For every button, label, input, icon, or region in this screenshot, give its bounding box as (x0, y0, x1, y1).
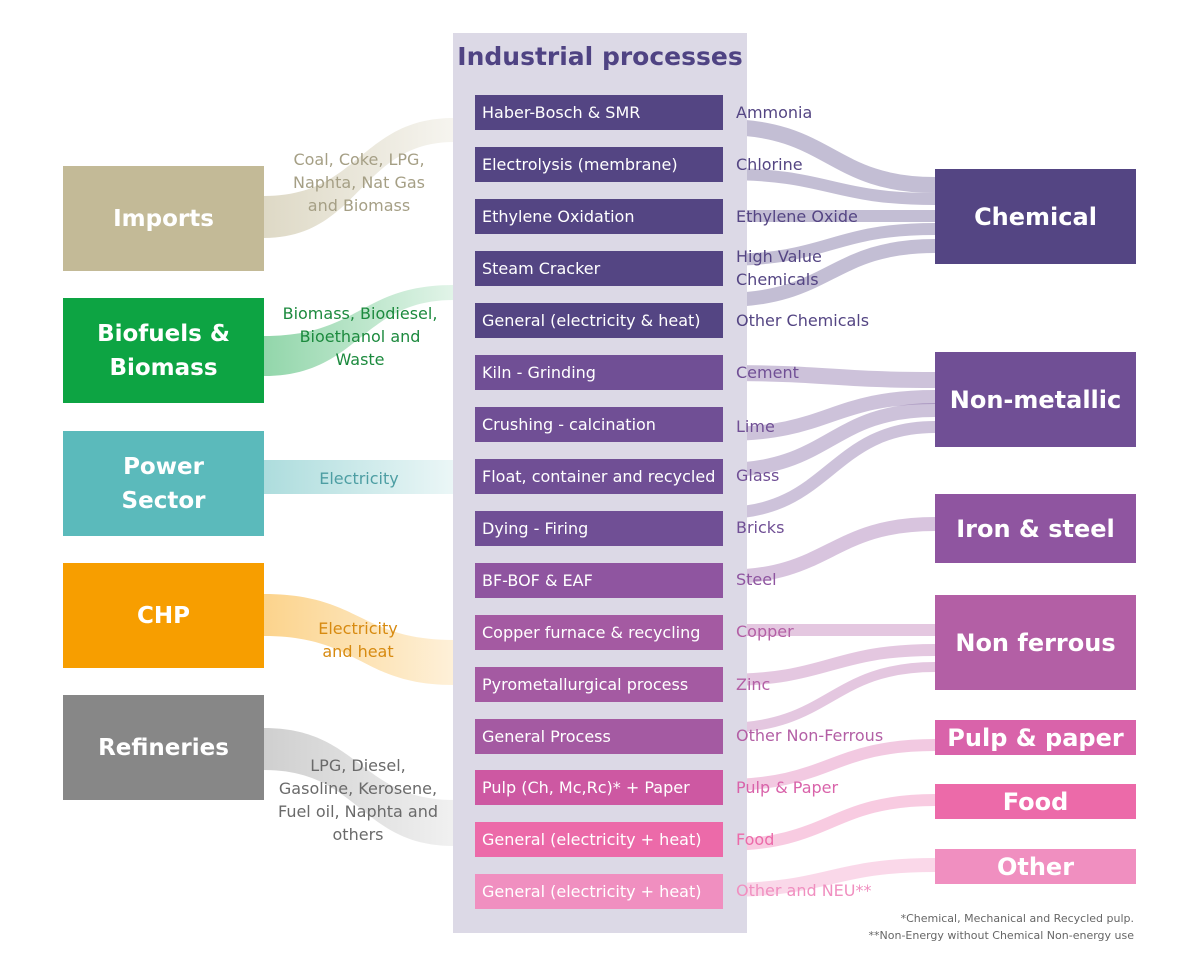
flow-bricks (722, 421, 936, 519)
flow-label-refineries: LPG, Diesel, Gasoline, Kerosene, Fuel oi… (277, 756, 439, 844)
product-label: Zinc (736, 675, 771, 694)
source-power: Power Sector (63, 431, 264, 536)
sector-nonmetallic-label: Non-metallic (949, 385, 1122, 414)
source-biofuels-label: Biofuels & Biomass (97, 320, 230, 381)
sector-nonferrous: Non ferrous (935, 595, 1136, 690)
process-box: Float, container and recycled (475, 459, 723, 494)
process-box: Crushing - calcination (475, 407, 723, 442)
product-label: High Value Chemicals (736, 247, 822, 289)
flow-cement (722, 365, 936, 388)
source-biofuels: Biofuels & Biomass (63, 298, 264, 403)
sector-nonmetallic: Non-metallic (935, 352, 1136, 447)
product-label: Bricks (736, 518, 785, 537)
sector-chemical-label: Chemical (974, 202, 1097, 231)
product-label: Ethylene Oxide (736, 207, 858, 226)
sector-food: Food (935, 784, 1136, 819)
sector-pulp-label: Pulp & paper (947, 723, 1124, 752)
source-chp-label: CHP (137, 602, 190, 629)
flow-chlorine (722, 168, 936, 205)
product-label: Ammonia (736, 103, 813, 122)
product-label: Other Non-Ferrous (736, 726, 884, 745)
panel-title: Industrial processes (457, 42, 743, 71)
process-box: Kiln - Grinding (475, 355, 723, 390)
flow-chp (264, 594, 454, 685)
source-refineries-label: Refineries (98, 734, 229, 761)
process-box: Steam Cracker (475, 251, 723, 286)
flow-label-imports: Coal, Coke, LPG, Naphta, Nat Gas and Bio… (293, 150, 425, 215)
flow-other-chemicals (722, 239, 936, 307)
product-label: Other Chemicals (736, 311, 870, 330)
product-label: Copper (736, 622, 794, 641)
process-box: Copper furnace & recycling (475, 615, 723, 650)
source-refineries: Refineries (63, 695, 264, 800)
process-box: General (electricity + heat) (475, 874, 723, 909)
product-label: Pulp & Paper (736, 778, 839, 797)
sector-ironsteel: Iron & steel (935, 494, 1136, 563)
process-box: General Process (475, 719, 723, 754)
output-flows (722, 119, 936, 897)
product-label: Food (736, 830, 775, 849)
footnote-1: *Chemical, Mechanical and Recycled pulp. (900, 912, 1134, 925)
source-imports: Imports (63, 166, 264, 271)
flow-lime (722, 390, 936, 441)
flow-hvc (722, 223, 936, 266)
flow-imports (264, 118, 454, 238)
process-box: Pulp (Ch, Mc,Rc)* + Paper (475, 770, 723, 805)
footnote-2: **Non-Energy without Chemical Non-energy… (868, 929, 1134, 942)
source-imports-label: Imports (113, 205, 214, 232)
flow-other-nonferrous (722, 662, 936, 733)
sector-chemical: Chemical (935, 169, 1136, 264)
product-label: Chlorine (736, 155, 803, 174)
process-box: Ethylene Oxidation (475, 199, 723, 234)
sector-other-label: Other (996, 852, 1075, 881)
process-box: General (electricity & heat) (475, 303, 723, 338)
process-box: Pyrometallurgical process (475, 667, 723, 702)
process-box: Haber-Bosch & SMR (475, 95, 723, 130)
process-box: Dying - Firing (475, 511, 723, 546)
flow-label-power: Electricity (319, 469, 399, 488)
flow-zinc (722, 644, 936, 686)
source-power-label: Power Sector (121, 453, 206, 514)
product-label: Lime (736, 417, 775, 436)
sector-food-label: Food (1002, 787, 1069, 816)
flow-other (722, 858, 936, 897)
flow-refineries (264, 728, 454, 846)
process-box: Electrolysis (membrane) (475, 147, 723, 182)
flow-power (264, 460, 454, 494)
flow-pulp-paper (722, 739, 936, 791)
process-box: BF-BOF & EAF (475, 563, 723, 598)
product-label: Cement (736, 363, 799, 382)
product-label: Other and NEU** (736, 881, 872, 900)
sector-nonferrous-label: Non ferrous (955, 628, 1116, 657)
flow-food (722, 794, 936, 851)
flow-steel (722, 517, 936, 584)
product-label: Glass (736, 466, 780, 485)
flow-glass (722, 403, 936, 477)
sector-pulp: Pulp & paper (935, 720, 1136, 755)
sector-other: Other (935, 849, 1136, 884)
sector-ironsteel-label: Iron & steel (956, 514, 1115, 543)
flow-label-chp: Electricity and heat (318, 619, 398, 661)
source-chp: CHP (63, 563, 264, 668)
process-box: General (electricity + heat) (475, 822, 723, 857)
flow-biofuels (264, 285, 454, 376)
flow-ammonia (722, 119, 936, 193)
flow-label-biofuels: Biomass, Biodiesel, Bioethanol and Waste (282, 304, 438, 369)
product-label: Steel (736, 570, 777, 589)
